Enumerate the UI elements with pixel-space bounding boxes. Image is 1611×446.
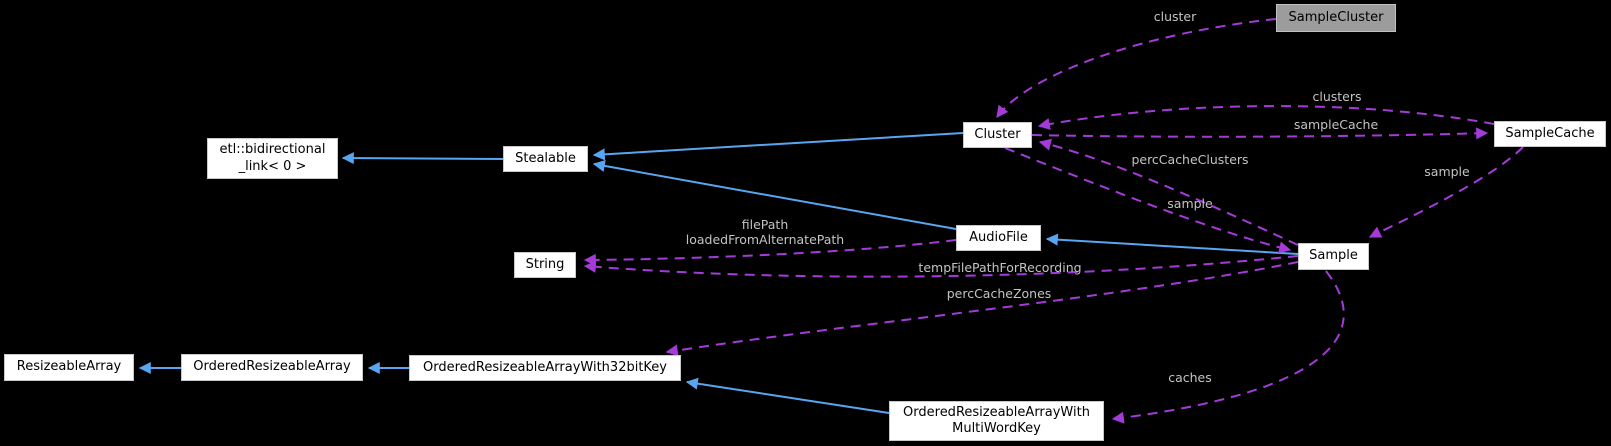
edge-sample-caches [1111,270,1345,424]
node-samplecluster: SampleCluster [1276,4,1396,32]
edge-cluster-sample [1004,147,1292,254]
edge-sample-perccachezones [665,261,1299,357]
edge-oramultiwordkey-to-ora32bitkey [685,377,890,414]
edge-label-perccacheclusters: percCacheClusters [1131,152,1248,167]
node-cluster[interactable]: Cluster [963,122,1032,148]
edge-samplecache-clusters [1037,105,1495,130]
edge-label-clusters: clusters [1312,89,1361,104]
edge-label-samplecache: sampleCache [1294,117,1379,132]
node-sample[interactable]: Sample [1298,243,1369,270]
edge-audiofile-filepath-string [583,239,957,266]
node-stealable[interactable]: Stealable [503,146,588,172]
node-etl-bidirectional-link[interactable]: etl::bidirectional _link< 0 > [207,138,338,179]
node-samplecache[interactable]: SampleCache [1494,121,1606,147]
edge-label-filepath: filePath [742,217,789,232]
edge-audiofile-to-stealable [592,160,957,230]
edge-sample-perccacheclusters [1038,138,1299,246]
node-string[interactable]: String [514,252,576,278]
edge-label-sample-from-cluster: sample [1167,196,1213,211]
edge-label-sample-from-samplecache: sample [1424,164,1470,179]
node-orderedresizeablearray[interactable]: OrderedResizeableArray [181,354,363,381]
node-audiofile[interactable]: AudioFile [956,225,1041,251]
edge-label-perccachezones: percCacheZones [947,286,1052,301]
edge-stealable-to-etl-bidirectional-link [341,152,504,165]
edge-cluster-samplecache [1031,127,1489,140]
edge-sample-to-audiofile [1045,233,1299,255]
edge-label-loadedfromalternatepath: loadedFromAlternatePath [686,232,844,247]
edge-label-tempfilepathforrecording: tempFilePathForRecording [918,260,1081,275]
edge-samplecluster-cluster [996,18,1277,118]
edge-samplecache-sample [1368,146,1524,238]
edge-cluster-to-stealable [592,132,964,161]
node-orderedresizeablearraywith32bitkey[interactable]: OrderedResizeableArrayWith32bitKey [409,355,681,381]
node-resizeablearray[interactable]: ResizeableArray [4,354,134,381]
edge-label-caches: caches [1168,370,1212,385]
edge-sample-tempfilepath-string [583,255,1299,278]
node-orderedresizeablearraywithmultiwordkey[interactable]: OrderedResizeableArrayWith MultiWordKey [889,401,1104,441]
edge-label-cluster: cluster [1154,9,1197,24]
